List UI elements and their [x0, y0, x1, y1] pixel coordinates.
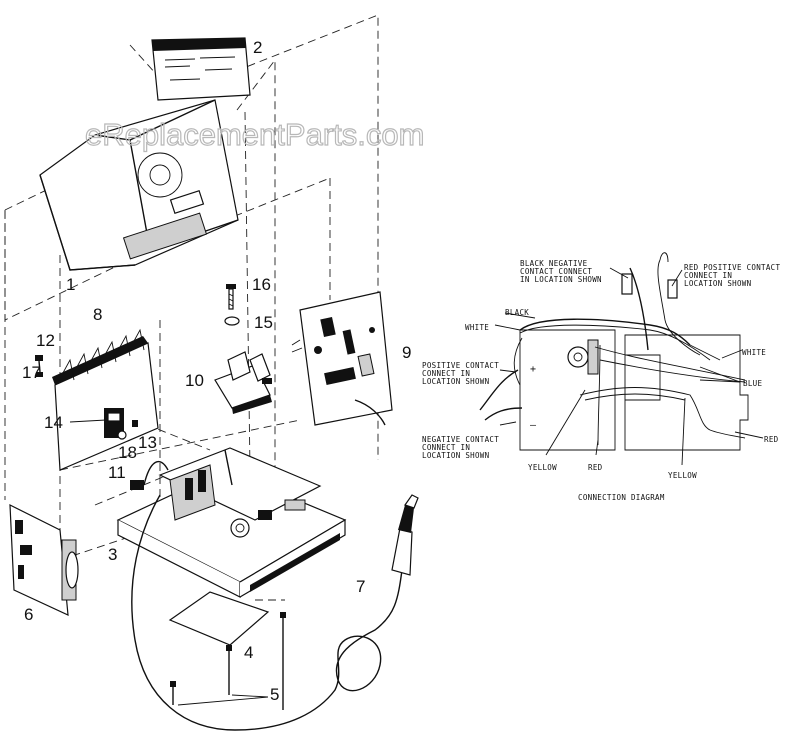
label-red-wire-right: RED: [764, 435, 779, 444]
label-black-negative-1: BLACK NEGATIVE: [520, 259, 588, 268]
callout-3: 3: [108, 545, 117, 564]
label-negative-contact-1: NEGATIVE CONTACT: [422, 435, 499, 444]
label-black-wire: BLACK: [505, 308, 529, 317]
label-white-wire-left: WHITE: [465, 323, 489, 332]
part-4-plate: [168, 591, 270, 646]
wire-red-lower: [579, 387, 746, 439]
wire-yellow-lower: [584, 393, 686, 401]
label-black-negative-3: IN LOCATION SHOWN: [520, 275, 602, 284]
callout-5: 5: [270, 685, 279, 704]
label-red-bottom: RED: [588, 463, 603, 472]
callout-9: 9: [402, 343, 411, 362]
label-yellow-bottom: YELLOW: [668, 471, 697, 480]
part-6-transformer: [9, 504, 79, 616]
callout-10: 10: [185, 371, 204, 390]
label-positive-contact-3: LOCATION SHOWN: [422, 377, 489, 386]
part-5-screws: [170, 612, 286, 710]
black-negative-contact: [621, 273, 633, 295]
part-10-breaker: [214, 351, 272, 414]
wire-red-vertical: [597, 344, 601, 446]
label-red-positive-1: RED POSITIVE CONTACT: [684, 263, 780, 272]
part-18-washer: [117, 430, 127, 440]
connection-diagram: BLACK NEGATIVE CONTACT CONNECT IN LOCATI…: [422, 252, 780, 502]
callout-16: 16: [252, 275, 271, 294]
label-plus-sign: +: [530, 364, 536, 375]
label-negative-contact-3: LOCATION SHOWN: [422, 451, 489, 460]
wire-white-top: [519, 324, 711, 361]
callout-7: 7: [356, 577, 365, 596]
callout-17: 17: [22, 363, 41, 382]
callout-14: 14: [44, 413, 63, 432]
positive-contact-lead: [479, 369, 519, 411]
rheostat: [567, 346, 589, 368]
part-1-cover: [39, 99, 239, 271]
watermark: eReplacementParts.com: [85, 117, 424, 152]
callout-12: 12: [36, 331, 55, 350]
label-negative-contact-2: CONNECT IN: [422, 443, 470, 452]
part-13-screw: [132, 420, 138, 427]
right-board-outline: [624, 334, 749, 451]
callout-11: 11: [108, 463, 126, 482]
wire-blue-2: [599, 359, 746, 383]
label-positive-contact-2: CONNECT IN: [422, 369, 470, 378]
callout-6: 6: [24, 605, 33, 624]
part-8-heatsink: [52, 328, 159, 471]
red-positive-contact: [667, 279, 678, 299]
part-16-screw: [226, 284, 236, 310]
wire-black: [519, 318, 691, 346]
callout-13: 13: [138, 433, 157, 452]
part-2-label: [151, 37, 251, 101]
callout-1: 1: [66, 275, 75, 294]
part-17-nut: [36, 372, 43, 377]
callout-2: 2: [253, 38, 262, 57]
part-3-base: [116, 447, 347, 598]
callout-numbers: 1 2 3 4 5 6 7 8 9 10 11 12 13 14 15 16 1…: [22, 38, 411, 704]
part-14-leader: [69, 419, 107, 423]
part-9-circuit-board: [291, 291, 393, 426]
label-black-negative-2: CONTACT CONNECT: [520, 267, 592, 276]
part-7-cord: [131, 494, 419, 731]
left-board-outline: [519, 329, 616, 451]
callout-18: 18: [118, 443, 137, 462]
callout-4: 4: [244, 643, 253, 662]
label-red-positive-2: CONNECT IN: [684, 271, 732, 280]
red-positive-lead: [657, 259, 701, 356]
callout-8: 8: [93, 305, 102, 324]
connection-diagram-title: CONNECTION DIAGRAM: [578, 493, 665, 502]
part-11-connector: [130, 460, 169, 490]
right-board-cutout: [625, 354, 661, 401]
part-12-screw: [35, 355, 43, 373]
black-negative-lead: [629, 267, 649, 351]
part-15-washer: [224, 316, 240, 326]
label-positive-contact-1: POSITIVE CONTACT: [422, 361, 499, 370]
label-minus-sign: –: [530, 420, 537, 431]
wire-blue-1: [594, 346, 746, 381]
label-blue-wire: BLUE: [743, 379, 762, 388]
label-red-positive-3: LOCATION SHOWN: [684, 279, 751, 288]
callout-15: 15: [254, 313, 273, 332]
label-white-wire-right: WHITE: [742, 348, 766, 357]
label-yellow-left: YELLOW: [528, 463, 557, 472]
wire-white-left-run: [513, 337, 523, 386]
negative-contact-lead: [484, 407, 523, 421]
